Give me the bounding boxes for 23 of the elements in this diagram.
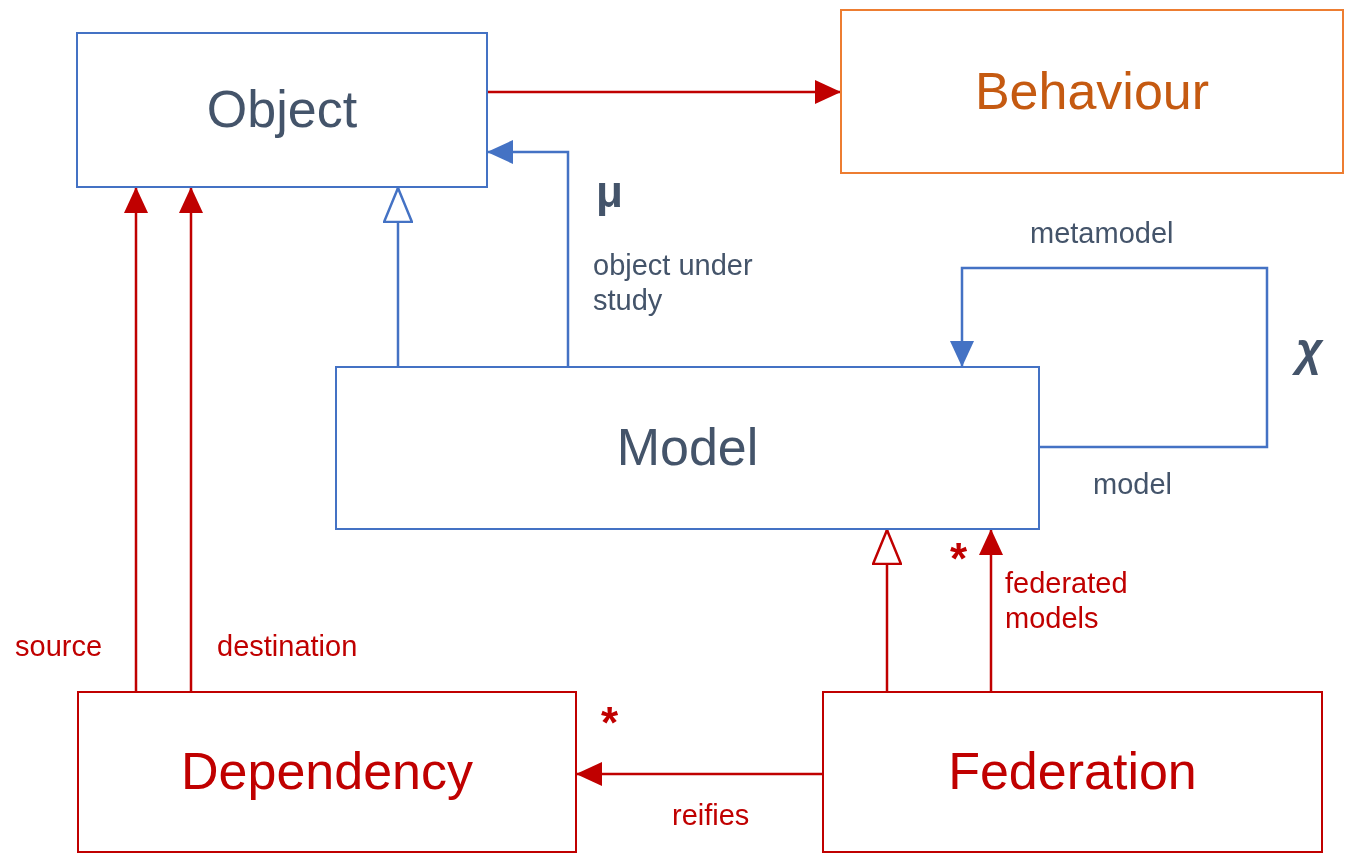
class-box <box>335 366 1040 530</box>
arrow <box>179 187 203 691</box>
arrow <box>488 80 841 104</box>
class-box <box>840 9 1344 174</box>
arrow <box>979 529 1003 691</box>
class-name: Object <box>206 81 358 139</box>
role-label: model <box>1093 467 1172 502</box>
class-name: Federation <box>948 743 1197 801</box>
class-box <box>822 691 1323 853</box>
arrow <box>576 762 822 786</box>
class-name: Model <box>616 419 759 477</box>
generalization-arrow <box>382 186 414 366</box>
class-name: Dependency <box>181 743 473 801</box>
arrow <box>487 140 570 366</box>
multiplicity-label: * <box>950 533 968 585</box>
generalization-arrow <box>871 528 903 691</box>
class-name: Behaviour <box>974 62 1210 121</box>
multiplicity-label: * <box>601 697 619 749</box>
class-box <box>76 32 488 188</box>
greek-letter: μ <box>596 166 623 218</box>
arrow <box>950 266 1269 449</box>
arrow <box>124 187 148 691</box>
class-box <box>77 691 577 853</box>
